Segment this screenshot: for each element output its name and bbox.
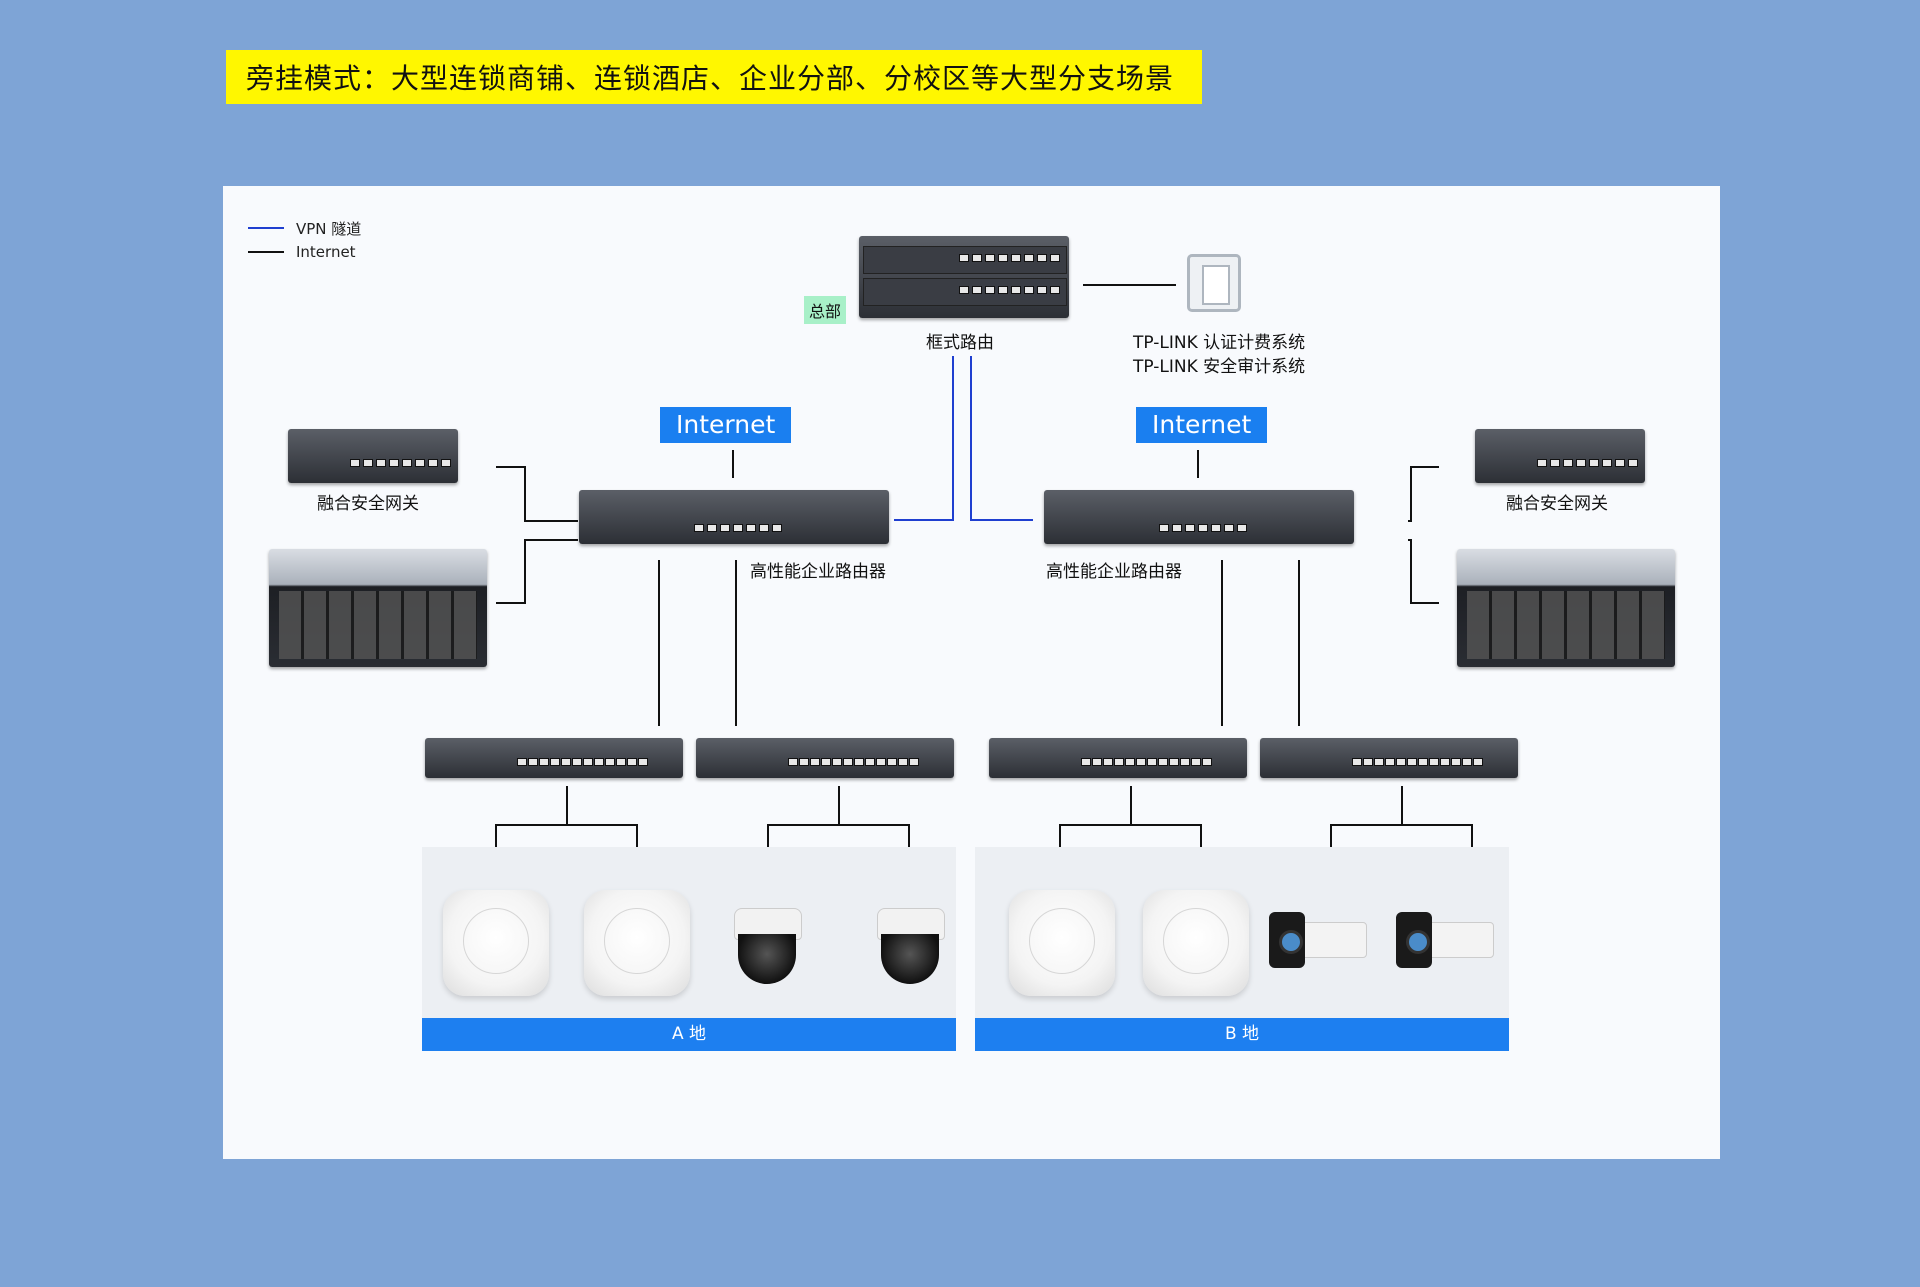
left-server-link [496,539,578,604]
system-line-1: TP-LINK 认证计费系统 [1133,333,1306,353]
left-security-gateway [288,429,458,483]
bullet-camera-icon [1394,908,1494,984]
left-gateway-link [496,466,578,522]
legend: VPN 隧道 Internet [248,216,361,264]
internet-badge-right: Internet [1136,407,1268,443]
zone-a-label: A 地 [422,1018,956,1051]
left-gateway-label: 融合安全网关 [317,494,419,514]
right-gateway-link [1408,466,1439,522]
switch-b2 [1260,738,1518,778]
switch-b1 [989,738,1247,778]
wireless-ap-icon [1143,890,1249,996]
left-storage-server [269,549,487,667]
left-enterprise-router [579,490,889,544]
right-security-gateway [1475,429,1645,483]
wireless-ap-icon [443,890,549,996]
legend-label-vpn: VPN 隧道 [296,219,362,238]
switch-a2 [696,738,954,778]
page-title: 旁挂模式：大型连锁商铺、连锁酒店、企业分部、分校区等大型分支场景 [226,50,1202,104]
right-gateway-label: 融合安全网关 [1506,494,1608,514]
legend-swatch-vpn [248,227,284,229]
billing-system-icon [1187,254,1241,312]
right-storage-server [1457,549,1675,667]
vpn-link-left [894,356,954,521]
right-enterprise-router [1044,490,1354,544]
dome-camera-icon [873,908,947,986]
system-line-2: TP-LINK 安全审计系统 [1133,357,1306,377]
diagram-panel: VPN 隧道 Internet 总部 框式路由 TP-LINK 认证计费系统 T… [223,186,1720,1159]
zone-b-label: B 地 [975,1018,1509,1051]
vpn-link-right [970,356,1033,521]
dome-camera-icon [730,908,804,986]
internet-badge-left: Internet [660,407,792,443]
wireless-ap-icon [584,890,690,996]
switch-a1 [425,738,683,778]
hq-tag: 总部 [804,296,847,324]
right-router-label: 高性能企业路由器 [1046,562,1182,582]
chassis-router-label: 框式路由 [926,333,994,353]
legend-swatch-internet [248,251,284,253]
right-server-link [1408,539,1439,604]
bullet-camera-icon [1267,908,1367,984]
wireless-ap-icon [1009,890,1115,996]
legend-item-internet: Internet [248,240,361,264]
chassis-router [859,236,1069,318]
legend-item-vpn: VPN 隧道 [248,216,361,240]
legend-label-internet: Internet [296,243,356,261]
left-router-label: 高性能企业路由器 [750,562,886,582]
